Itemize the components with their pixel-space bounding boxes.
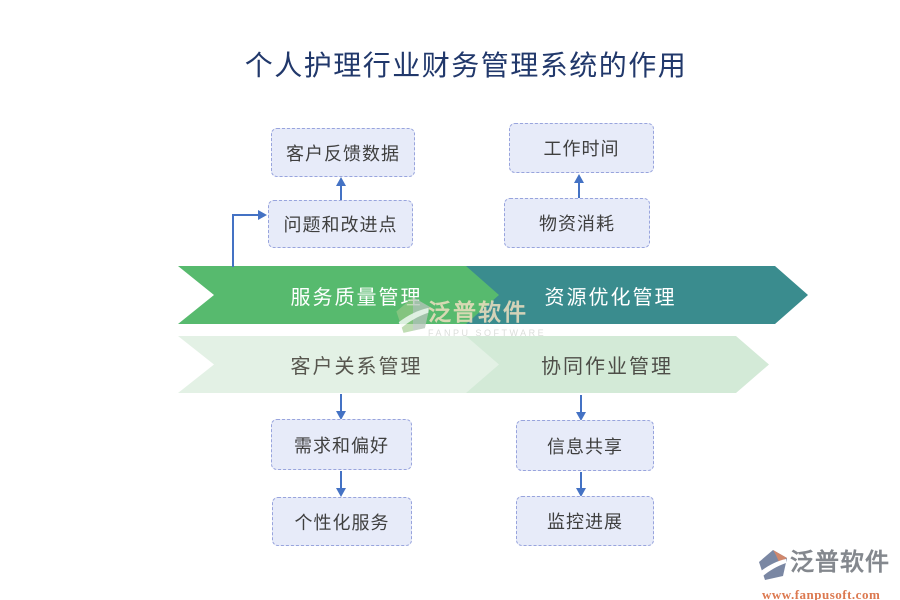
fanpu-logo-icon [758, 549, 788, 586]
box-info-sharing: 信息共享 [516, 420, 654, 471]
box-issues-improvements-label: 问题和改进点 [283, 215, 398, 235]
connector-line [340, 471, 342, 489]
arrowhead-down-icon [336, 488, 346, 497]
box-material-consumption-label: 物资消耗 [539, 214, 615, 234]
arrowhead-up-icon [574, 174, 584, 183]
connector-line [232, 214, 259, 216]
footer-brand-text: 泛普软件 [790, 550, 890, 576]
watermark-brand-text: 泛普软件 [428, 300, 528, 325]
flow-collaboration-label: 协同作业管理 [541, 356, 673, 378]
connector-line [232, 214, 234, 267]
box-customer-feedback-label: 客户反馈数据 [286, 143, 400, 164]
flow-service-quality-label: 服务质量管理 [290, 286, 423, 309]
arrowhead-down-icon [576, 412, 586, 421]
watermark: 泛普软件 FANPU SOFTWARE [394, 296, 546, 339]
watermark-text-group: 泛普软件 FANPU SOFTWARE [428, 296, 546, 338]
connector-line [580, 395, 582, 413]
flow-chevron-service-quality: 服务质量管理 [178, 266, 499, 324]
box-issues-improvements: 问题和改进点 [268, 200, 413, 248]
connector-line [578, 182, 580, 198]
footer-url-text: www.fanpusoft.com [762, 587, 881, 600]
box-monitor-progress-label: 监控进展 [547, 512, 623, 532]
box-personalized-service-label: 个性化服务 [294, 512, 390, 533]
box-needs-preferences-label: 需求和偏好 [294, 435, 389, 456]
watermark-subtitle-text: FANPU SOFTWARE [428, 328, 547, 338]
arrowhead-right-icon [258, 210, 267, 220]
arrowhead-up-icon [336, 177, 346, 186]
fanpu-watermark-logo-icon [394, 296, 432, 339]
connector-line [580, 472, 582, 489]
box-customer-feedback: 客户反馈数据 [271, 128, 415, 177]
box-material-consumption: 物资消耗 [504, 198, 650, 248]
flow-chevron-customer-relationship: 客户关系管理 [178, 336, 499, 393]
flow-resource-optimization-label: 资源优化管理 [544, 286, 677, 309]
arrowhead-down-icon [576, 488, 586, 497]
flow-customer-relationship-label: 客户关系管理 [290, 356, 423, 378]
box-personalized-service: 个性化服务 [272, 497, 412, 546]
box-monitor-progress: 监控进展 [516, 496, 654, 546]
box-working-hours: 工作时间 [509, 123, 654, 173]
page-title: 个人护理行业财务管理系统的作用 [244, 51, 688, 82]
box-working-hours-label: 工作时间 [543, 139, 620, 159]
footer-logo: 泛普软件 www.fanpusoft.com [758, 549, 890, 600]
connector-line [340, 394, 342, 412]
arrowhead-down-icon [336, 411, 346, 420]
box-info-sharing-label: 信息共享 [547, 436, 623, 457]
connector-line [340, 185, 342, 200]
box-needs-preferences: 需求和偏好 [271, 419, 412, 470]
